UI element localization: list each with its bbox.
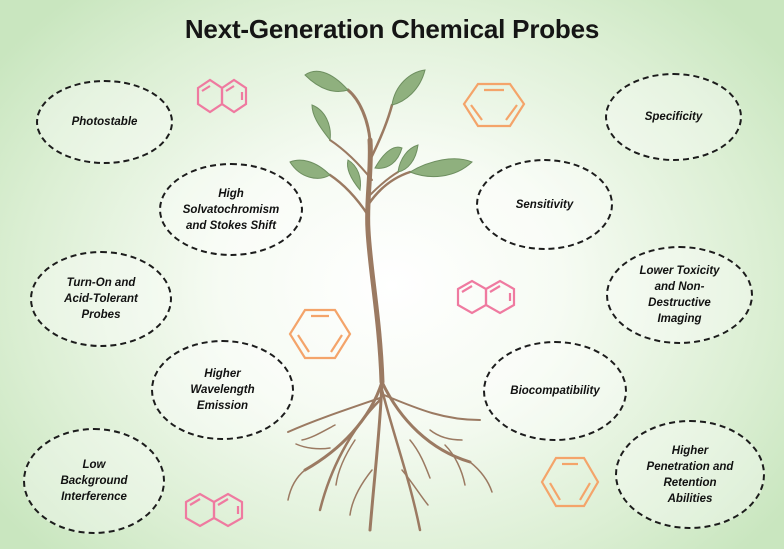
- property-bubble-background: Low Background Interference: [23, 428, 165, 534]
- property-bubble-biocompatibility: Biocompatibility: [483, 341, 627, 441]
- property-bubble-turn-on: Turn-On and Acid-Tolerant Probes: [30, 251, 172, 347]
- property-bubble-toxicity: Lower Toxicity and Non- Destructive Imag…: [606, 246, 753, 344]
- property-bubble-wavelength: Higher Wavelength Emission: [151, 340, 294, 440]
- property-bubble-photostable: Photostable: [36, 80, 173, 164]
- page-title: Next-Generation Chemical Probes: [184, 14, 600, 44]
- property-bubble-sensitivity: Sensitivity: [476, 159, 613, 250]
- property-bubble-solvatochromism: High Solvatochromism and Stokes Shift: [159, 163, 303, 256]
- property-bubble-specificity: Specificity: [605, 73, 742, 161]
- property-bubble-penetration: Higher Penetration and Retention Abiliti…: [615, 420, 765, 529]
